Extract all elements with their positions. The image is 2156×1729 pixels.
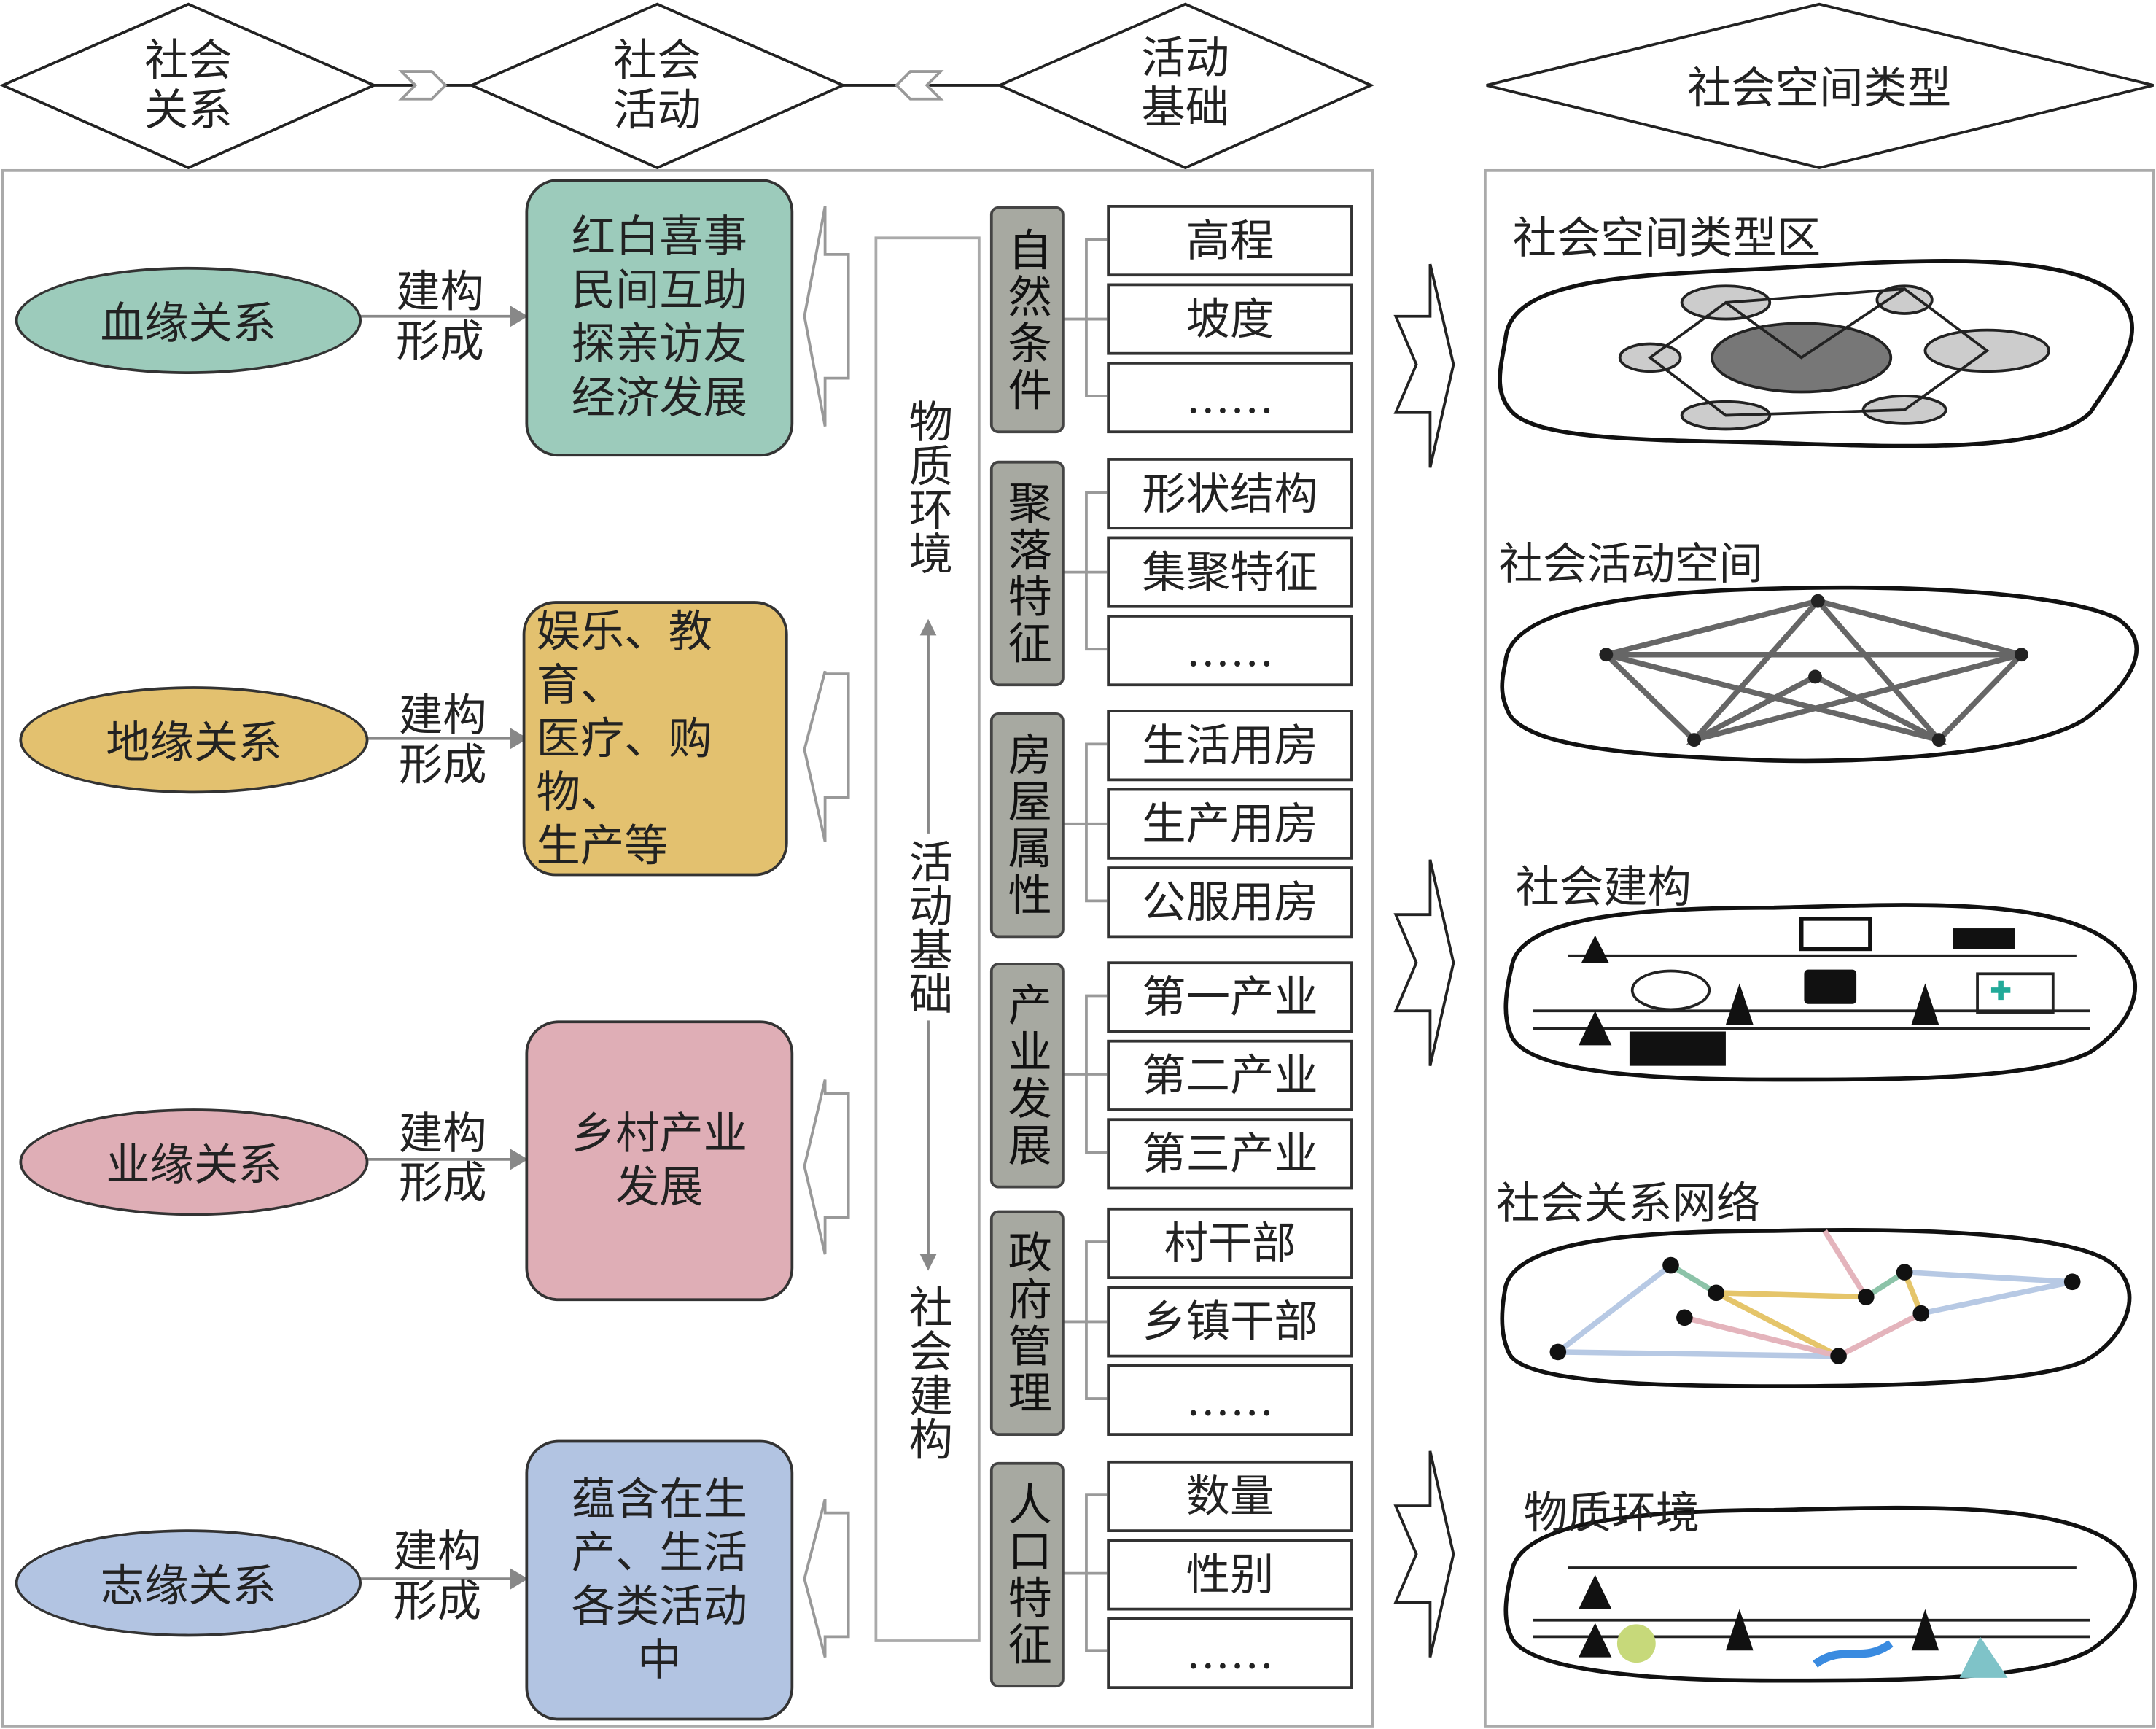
connector-line: 形成 [396,314,484,368]
bracket-physical-environment: 物质环境 [902,393,954,580]
header-diamond-space-type [1486,2,2154,170]
base-item: 生产用房 [1107,788,1353,860]
relation-geo: 地缘关系 [19,686,369,794]
base-item: …… [1107,362,1353,434]
header-diamond-base [996,2,1375,170]
base-item: 第一产业 [1107,961,1353,1033]
relation-interest: 志缘关系 [15,1529,362,1637]
header-space-type: 社会空间类型 [1687,61,1952,114]
connector-line: 建构 [396,265,484,318]
social-construction-title: 社会建构 [1515,860,1692,914]
activity-space-title: 社会活动空间 [1498,537,1763,591]
header-line: 社会 [144,34,233,87]
activity-line: 发展 [615,1160,704,1213]
relation-career: 业缘关系 [19,1108,369,1216]
activity-line: 探亲访友 [571,317,748,370]
activity-line: 民间互助 [571,264,748,316]
header-social-relation: 社会关系 [120,36,257,135]
connector-line: 建构 [398,688,487,742]
hollow-arrow-right-icons [1393,263,1455,1658]
connector-label: 建构形成 [399,1108,487,1208]
base-item: 第二产业 [1107,1039,1353,1111]
activity-line: 蕴含在生 [571,1472,748,1526]
bracket-frame [874,236,981,1642]
bracket-activity-base: 活动基础 [902,833,954,1021]
connector-line: 建构 [398,1107,487,1159]
base-item: 高程 [1107,205,1353,277]
base-item: …… [1107,615,1353,687]
base-industry-development: 产业发展 [989,963,1065,1189]
base-item: 村干部 [1107,1207,1353,1279]
base-item: 形状结构 [1107,458,1353,530]
base-item: 性别 [1107,1539,1353,1611]
activity-line: 红白喜事 [571,210,748,263]
base-population-features: 人口特征 [989,1461,1065,1688]
base-settlement-features: 聚落特征 [989,460,1065,687]
connector-line: 形成 [398,738,487,791]
header-social-activity: 社会活动 [588,36,726,135]
left-panel [1,168,1374,1728]
header-line: 活动 [613,84,701,136]
base-natural-conditions: 自然条件 [989,206,1065,434]
header-line: 基础 [1141,81,1230,133]
activity-line: 娱乐、教育、 [536,604,712,711]
network-graph-space-type [1618,284,2051,431]
space-type-area-title: 社会空间类型区 [1512,211,1821,265]
base-item: 公服用房 [1107,866,1353,939]
base-item: 数量 [1107,1460,1353,1533]
base-item: 集聚特征 [1107,536,1353,608]
activity-line: 乡村产业 [571,1107,748,1159]
activity-line: 经济发展 [571,371,748,424]
activity-box-career: 乡村产业发展 [525,1020,794,1302]
building-icons [1579,917,2015,1658]
bracket-social-construction: 社会建构 [902,1278,954,1466]
connector-line: 形成 [398,1157,487,1209]
activity-line: 生产等 [536,819,669,871]
header-activity-base: 活动基础 [1116,33,1254,132]
base-item: …… [1107,1364,1353,1436]
chevron-left-icon [895,70,944,101]
header-diamond-relation [0,2,378,170]
connector-label: 建构形成 [396,267,484,366]
base-item: 乡镇干部 [1107,1286,1353,1358]
base-item: 第三产业 [1107,1118,1353,1190]
base-government-management: 政府管理 [989,1210,1065,1436]
activity-box-blood: 红白喜事民间互助探亲访友经济发展 [525,179,794,457]
hollow-arrow-left-icons [803,206,850,1658]
activity-box-interest: 蕴含在生产、生活各类活动中 [525,1439,794,1721]
activity-line: 产、生活 [571,1526,748,1580]
activity-line: 中 [637,1633,682,1687]
relation-network-title: 社会关系网络 [1495,1177,1761,1230]
right-panel [1483,168,2155,1728]
activity-line: 各类活动 [571,1580,748,1633]
connector-line: 形成 [393,1574,482,1628]
header-line: 活动 [1141,31,1230,85]
network-graph-relations [1556,1229,2073,1359]
relation-blood: 血缘关系 [15,266,362,374]
blob-relation-network [1500,1227,2132,1388]
activity-line: 医疗、购物、 [536,712,712,818]
header-line: 社会 [613,34,701,87]
header-line: 关系 [144,84,233,136]
activity-box-geo: 娱乐、教育、医疗、购物、生产等 [522,601,788,877]
connector-label: 建构形成 [399,691,487,790]
base-item: …… [1107,1617,1353,1690]
base-item: 坡度 [1107,283,1353,355]
chevron-right-icon [398,70,448,101]
base-housing-attributes: 房屋属性 [989,712,1065,939]
connector-line: 建构 [393,1525,482,1578]
physical-environment-title: 物质环境 [1523,1486,1700,1539]
base-item: 生活用房 [1107,710,1353,782]
connector-label: 建构形成 [393,1526,481,1625]
